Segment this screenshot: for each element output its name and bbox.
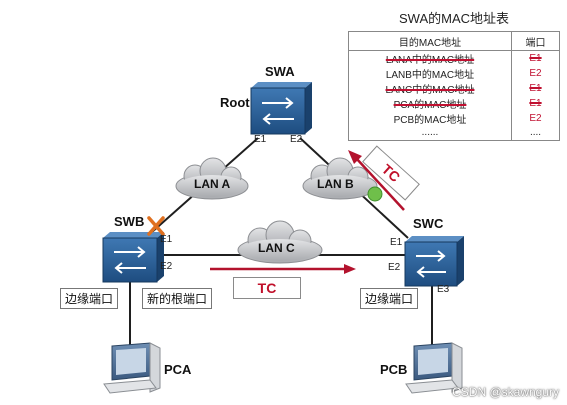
cloud-lan-c: [237, 220, 323, 264]
switch-swa[interactable]: [250, 82, 312, 135]
swa-port-e2: E2: [290, 134, 303, 145]
swa-port-e1: E1: [254, 134, 267, 145]
pc-pcb[interactable]: [405, 342, 463, 394]
pca-label: PCA: [164, 362, 192, 377]
row-port: ....: [511, 126, 560, 141]
switch-swc[interactable]: [404, 236, 464, 287]
table-row: PCA的MAC地址 E1: [348, 96, 560, 111]
row-addr: PCA的MAC地址: [348, 96, 512, 111]
table-row: LANC中的MAC地址 E1: [348, 81, 560, 96]
row-addr: LANA中的MAC地址: [348, 50, 512, 66]
tc-arrow-bottom: [210, 264, 356, 274]
row-port: E1: [511, 96, 560, 111]
table-row: PCB的MAC地址 E2: [348, 111, 560, 126]
tc-bottom-box: TC: [233, 277, 301, 299]
row-port: E1: [511, 50, 560, 66]
swc-port-e2: E2: [388, 262, 401, 273]
link-failure-x-icon: [147, 216, 165, 236]
pcb-label: PCB: [380, 362, 408, 377]
tc-arrow-diagonal: [348, 150, 405, 211]
cloud-lan-a: [175, 157, 249, 200]
cloud-lan-b: [302, 157, 378, 200]
lan-c-label: LAN C: [258, 241, 295, 255]
swb-edge-port-label: 边缘端口: [60, 288, 119, 309]
header-dest-mac: 目的MAC地址: [348, 31, 512, 51]
pc-pca[interactable]: [103, 342, 161, 394]
mac-address-table: 目的MAC地址 端口 LANA中的MAC地址 E1 LANB中的MAC地址 E2…: [348, 31, 560, 141]
row-addr: PCB的MAC地址: [348, 111, 512, 126]
row-port: E2: [511, 111, 560, 126]
swb-port-e2: E2: [160, 261, 173, 272]
forwarding-port-dot: [367, 186, 383, 202]
table-row: ...... ....: [348, 126, 560, 141]
table-row: LANA中的MAC地址 E1: [348, 50, 560, 66]
row-addr: LANC中的MAC地址: [348, 81, 512, 96]
swb-new-root-port-label: 新的根端口: [142, 288, 213, 309]
swc-port-e1: E1: [390, 237, 403, 248]
swb-name: SWB: [114, 214, 145, 229]
swb-port-e1: E1: [160, 234, 173, 245]
swc-port-e3: E3: [437, 284, 450, 295]
row-addr: ......: [348, 126, 512, 141]
lan-b-label: LAN B: [317, 177, 354, 191]
row-port: E1: [511, 81, 560, 96]
swc-name: SWC: [413, 216, 444, 231]
swa-root-label: Root: [220, 95, 250, 110]
lan-a-label: LAN A: [194, 177, 231, 191]
swa-name: SWA: [265, 64, 295, 79]
table-row: LANB中的MAC地址 E2: [348, 66, 560, 81]
watermark: CSDN @skawngury: [452, 385, 559, 399]
header-port: 端口: [511, 31, 560, 51]
row-port: E2: [511, 66, 560, 81]
row-addr: LANB中的MAC地址: [348, 66, 512, 81]
swc-edge-port-label: 边缘端口: [360, 288, 419, 309]
mac-table-title: SWA的MAC地址表: [398, 11, 510, 26]
switch-swb[interactable]: [102, 232, 164, 283]
